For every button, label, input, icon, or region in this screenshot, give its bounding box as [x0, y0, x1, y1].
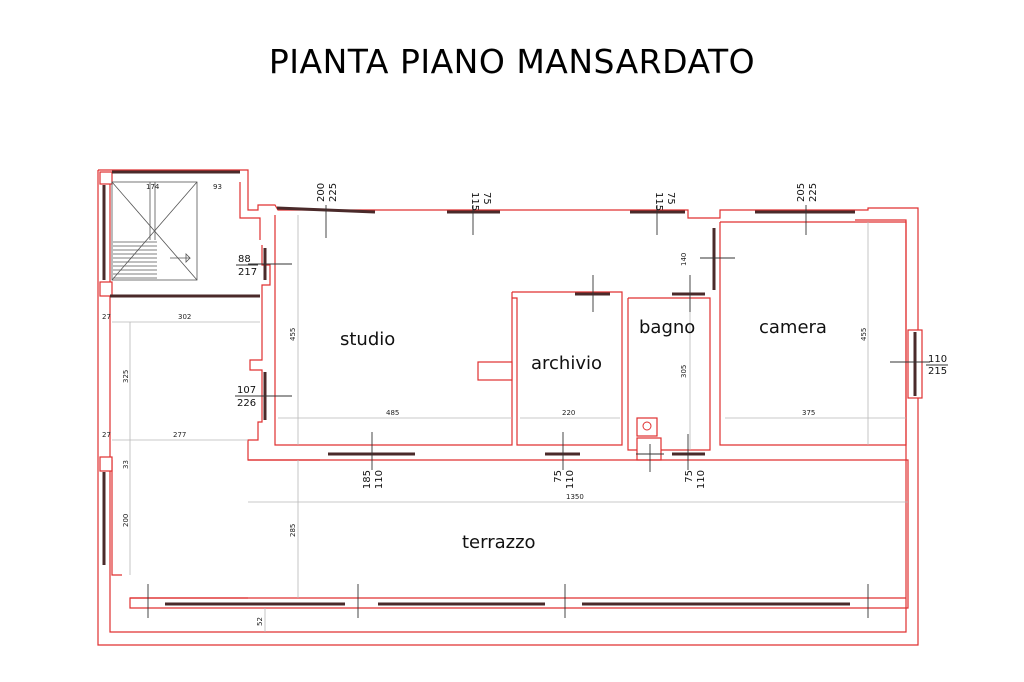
dim-left-27: 27	[102, 313, 111, 321]
dim-studio-height: 455	[289, 328, 297, 341]
plan-title: PIANTA PIANO MANSARDATO	[268, 42, 756, 81]
dim-stair-width: 174	[146, 183, 160, 191]
dim-left-27b: 27	[102, 431, 111, 439]
dim-terrazzo-width: 1350	[566, 493, 584, 501]
dim-stair-landing: 93	[213, 183, 222, 191]
dim-camera-window-a: 205	[796, 183, 807, 202]
label-studio: studio	[340, 329, 395, 350]
label-bagno: bagno	[639, 317, 695, 338]
dim-window-right-a: 75	[665, 192, 676, 205]
dim-window-right-b: 115	[653, 192, 664, 211]
dim-camera-height: 455	[860, 328, 868, 341]
camera-room	[719, 221, 923, 446]
dim-door-bottom1-a: 185	[362, 470, 373, 489]
dim-studio-width: 485	[386, 409, 399, 417]
dim-studio-window-b: 225	[328, 183, 339, 202]
dim-bottom-52: 52	[256, 617, 264, 626]
opening-ticks	[147, 205, 930, 618]
dim-left-277: 277	[173, 431, 186, 439]
dim-door-bottom2-a: 75	[553, 470, 564, 483]
dim-door-bottom1-b: 110	[374, 470, 385, 489]
label-camera: camera	[759, 317, 827, 338]
dim-archivio-width: 220	[562, 409, 575, 417]
dim-door-bottom3-b: 110	[696, 470, 707, 489]
dim-camera-side-bottom: 215	[928, 366, 947, 377]
label-archivio: archivio	[531, 353, 602, 374]
dim-camera-width: 375	[802, 409, 815, 417]
dim-door-left1-bottom: 217	[238, 267, 257, 278]
dim-left-325: 325	[122, 370, 130, 383]
outer-walls	[97, 169, 919, 646]
dim-door-bottom3-a: 75	[684, 470, 695, 483]
dim-left-200: 200	[122, 514, 130, 527]
dim-camera-side-top: 110	[928, 354, 947, 365]
dim-bagno-height: 305	[680, 365, 688, 378]
dim-bagno-top: 140	[680, 253, 688, 266]
dim-door-left1-top: 88	[238, 254, 251, 265]
archivio-room	[512, 291, 623, 456]
dim-window-mid-a: 75	[481, 192, 492, 205]
dim-window-mid-b: 115	[469, 192, 480, 211]
dim-door-bottom2-b: 110	[565, 470, 576, 489]
dim-door-left2-top: 107	[237, 385, 256, 396]
dim-left-302: 302	[178, 313, 191, 321]
terrazzo-area	[99, 456, 909, 609]
dim-door-left2-bottom: 226	[237, 398, 256, 409]
dim-left-33: 33	[122, 460, 130, 469]
dim-terrazzo-height: 285	[289, 524, 297, 537]
dimension-lines	[112, 215, 908, 632]
bagno-room	[627, 228, 716, 461]
stairwell	[99, 170, 260, 298]
dim-studio-window-a: 200	[316, 183, 327, 202]
label-terrazzo: terrazzo	[462, 532, 536, 553]
dim-camera-window-b: 225	[808, 183, 819, 202]
